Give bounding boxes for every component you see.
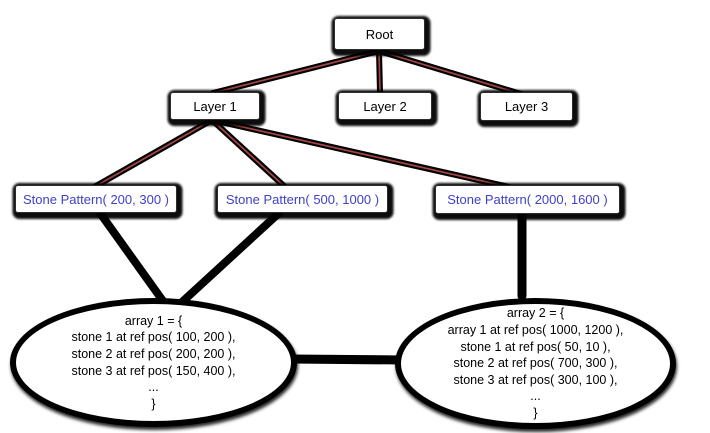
edge-layer1-pattern3 (211, 119, 510, 188)
node-layer-3-label: Layer 3 (504, 99, 549, 114)
edge-array1-array2 (286, 354, 408, 365)
node-stone-pattern-1[interactable]: Stone Pattern( 200, 300 ) (15, 185, 177, 213)
array-2-line: ... (530, 389, 541, 404)
node-layer-1[interactable]: Layer 1 (170, 92, 260, 120)
array-2-line: array 2 = { (506, 306, 565, 321)
node-layer-2[interactable]: Layer 2 (338, 92, 432, 120)
node-root-label: Root (365, 26, 394, 42)
node-layer-3[interactable]: Layer 3 (480, 92, 573, 121)
node-stone-pattern-2[interactable]: Stone Pattern( 500, 1000 ) (217, 185, 388, 213)
edge-root-layer1 (212, 50, 380, 94)
array-2-line: stone 2 at ref pos( 700, 300 ), (453, 356, 618, 371)
edge-pattern1-array1 (96, 209, 167, 305)
array-2-line: } (533, 406, 538, 421)
edge-root-layer2 (378, 50, 381, 94)
edge-root-layer3 (378, 50, 522, 95)
array-2-line: array 1 at ref pos( 1000, 1200 ), (447, 322, 624, 337)
node-array-2[interactable]: array 2 = { array 1 at ref pos( 1000, 12… (395, 298, 676, 429)
array-1-line: ... (148, 380, 159, 395)
array-2-line: stone 1 at ref pos( 50, 10 ), (460, 339, 611, 354)
node-layer-1-label: Layer 1 (193, 98, 237, 114)
edge-layer1-pattern2 (211, 119, 285, 187)
array-1-line: array 1 = { (124, 313, 183, 328)
node-stone-pattern-3-label: Stone Pattern( 2000, 1600 ) (447, 192, 608, 207)
array-1-line: stone 3 at ref pos( 150, 400 ), (71, 363, 236, 378)
node-stone-pattern-1-label: Stone Pattern( 200, 300 ) (23, 191, 169, 207)
edge-pattern2-array1 (177, 209, 283, 307)
tree-edges (93, 48, 524, 190)
containment-edges (96, 209, 527, 365)
node-layer-2-label: Layer 2 (363, 98, 407, 114)
edge-layer1-pattern1 (95, 119, 213, 187)
node-stone-pattern-2-label: Stone Pattern( 500, 1000 ) (225, 191, 380, 207)
node-stone-pattern-3[interactable]: Stone Pattern( 2000, 1600 ) (435, 185, 620, 214)
array-1-line: stone 2 at ref pos( 200, 200 ), (71, 346, 236, 361)
array-2-line: stone 3 at ref pos( 300, 100 ), (453, 372, 618, 387)
array-1-line: stone 1 at ref pos( 100, 200 ), (71, 330, 236, 345)
node-root[interactable]: Root (334, 18, 425, 50)
node-array-1[interactable]: array 1 = { stone 1 at ref pos( 100, 200… (10, 298, 297, 427)
array-1-line: } (151, 396, 156, 411)
